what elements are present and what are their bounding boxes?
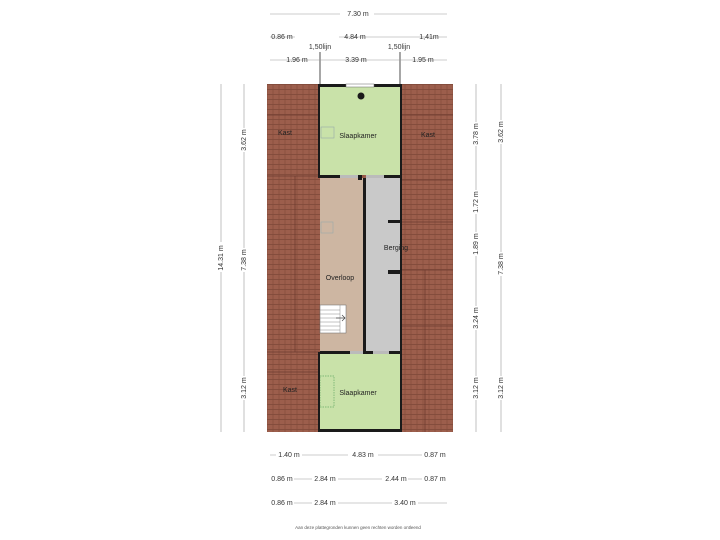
storage-area [364,178,400,352]
dim-lijn-left: 1,50lijn [309,44,331,51]
room-label-slaapkamer-top: Slaapkamer [339,133,377,140]
room-label-slaapkamer-bottom: Slaapkamer [339,390,377,397]
dim-right-outer-1: 3.62 m [498,121,505,143]
dim-right-inner-3: 1.89 m [473,233,480,255]
bedroom-top-area [320,87,400,175]
right-dimensions: 3.78 m 1.72 m 1.89 m 3.24 m 3.12 m 3.62 … [471,84,506,432]
dim-right-inner-2: 1.72 m [473,191,480,213]
room-label-overloop: Overloop [326,275,355,282]
staircase [319,304,347,334]
bedroom-bottom-area [320,354,400,429]
chimney-marker [357,92,365,100]
disclaimer: Aan deze plattegronden kunnen geen recht… [295,525,421,530]
dim-right-inner-1: 3.78 m [473,123,480,145]
dim-bottom-row2-c: 2.44 m [385,476,407,483]
dim-right-inner-4: 3.24 m [473,307,480,329]
dim-bottom-row1-a: 1.40 m [278,452,300,459]
dim-left-part-3: 3.12 m [241,377,248,399]
dim-right-outer-2: 7.38 m [498,253,505,275]
dim-top-total: 7.30 m [347,11,369,18]
bottom-dimensions: 1.40 m 4.83 m 0.87 m 0.86 m 2.84 m 2.44 … [268,449,448,509]
dim-left-total: 14.31 m [218,245,225,270]
dim-bottom-row1-b: 4.83 m [352,452,374,459]
dim-bottom-row2-d: 0.87 m [424,476,446,483]
dim-right-outer-3: 3.12 m [498,377,505,399]
dim-left-part-2: 7.38 m [241,249,248,271]
room-label-kast-top-left: Kast [278,130,292,137]
room-label-berging: Berging [384,245,408,252]
dim-bottom-row3-a: 0.86 m [271,500,293,507]
dim-top-row2-c: 1,41m [419,34,439,41]
top-dimensions: 7.30 m 0.86 m 4.84 m 1,41m 1,50lijn 1,50… [270,11,447,88]
dim-top-row2-b: 4.84 m [344,34,366,41]
dim-top-row3-c: 1.95 m [412,57,434,64]
room-label-kast-top-right: Kast [421,132,435,139]
dim-bottom-row2-b: 2.84 m [314,476,336,483]
dim-top-row2-a: 0.86 m [271,34,293,41]
dim-bottom-row1-c: 0.87 m [424,452,446,459]
dim-bottom-row3-b: 2.84 m [314,500,336,507]
dim-bottom-row2-a: 0.86 m [271,476,293,483]
dim-bottom-row3-c: 3.40 m [394,500,416,507]
left-dimensions: 14.31 m 3.62 m 7.38 m 3.12 m [216,84,249,432]
dim-top-row3-a: 1.96 m [286,57,308,64]
dim-top-row3-b: 3.39 m [345,57,367,64]
dim-lijn-right: 1,50lijn [388,44,410,51]
dim-left-part-1: 3.62 m [241,129,248,151]
room-label-kast-bottom-left: Kast [283,387,297,394]
dim-right-inner-5: 3.12 m [473,377,480,399]
